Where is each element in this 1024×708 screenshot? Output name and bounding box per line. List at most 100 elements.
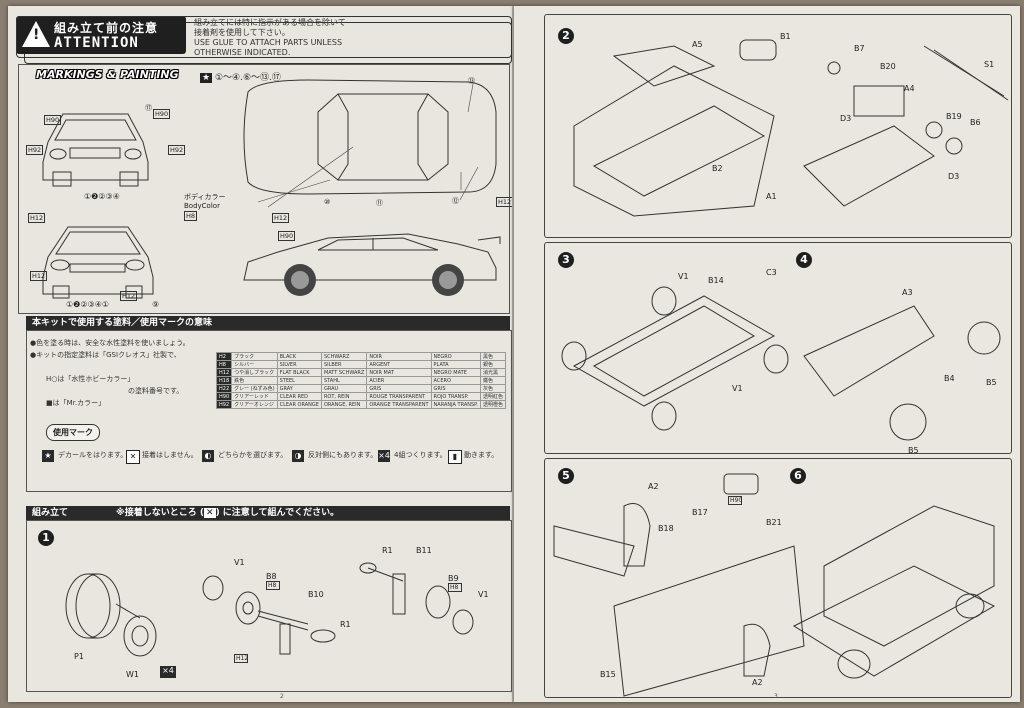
part-b8-text: B8 [266,572,277,581]
r-b5b: B5 [908,446,919,455]
r-b1: B1 [780,32,791,41]
mark-opposite: 反対側にもあります。 [308,451,378,459]
code-h12-side-text: H12 [272,213,290,223]
part-b11: B11 [416,546,432,555]
paints-frame [26,330,512,492]
code-h12-step1-text: H12 [234,654,249,663]
r-b7: B7 [854,44,865,53]
code-h90-a: H90 [153,109,171,119]
paints-line2: ●キットの指定塗料は「GSIクレオス」社製で、 [30,351,181,359]
code-h12-top: H12 [496,197,514,207]
marking-10: ⑩ [324,198,331,206]
decal-star-icon: ★ [42,450,54,462]
code-h90-a-text: H90 [153,109,171,119]
code-h92-a-text: H92 [26,145,44,155]
marks-title: 使用マーク [46,424,100,441]
note-jp2: 接着剤を使用して下さい。 [194,28,290,37]
part-b8-code: H8 [266,581,280,590]
r-a2b: A2 [752,678,763,687]
part-r1: R1 [340,620,351,629]
code-h90-b: H90 [44,115,62,125]
page-number-left: 2 [280,693,284,700]
code-h12-b: H12 [30,271,48,281]
paints-line1: ●色を塗る時は、安全な水性塗料を使いましょう。 [30,339,190,347]
marking-17: ⑰ [145,104,152,112]
paints-title: 本キットで使用する塗料／使用マークの意味 [26,316,510,330]
page-number-right: 3 [774,693,778,700]
paint-cell: 透明橙色 [480,400,507,409]
step-6: 6 [790,468,806,484]
marking-12: ⑫ [452,197,459,205]
r-d3a: D3 [840,114,852,123]
mark-choose: どちらかを選びます。 [218,451,288,459]
r-h90-text: H90 [728,496,743,505]
body-color-jp: ボディカラー [184,193,226,201]
attention-frame [16,16,512,58]
step-1: 1 [38,530,54,546]
step-3: 3 [558,252,574,268]
r-a1: A1 [766,192,777,201]
r-b4: B4 [944,374,955,383]
code-h92-b-text: H92 [168,145,186,155]
assembly-title: 組み立て※接着しないところ (✕) に注意して組んでください。 [26,506,510,520]
mark-movable: 動きます。 [464,451,499,459]
code-h92-b: H92 [168,145,186,155]
step-4: 4 [796,252,812,268]
paints-suffix: の塗料番号です。 [128,387,184,395]
r-b14: B14 [708,276,724,285]
paint-cell: NARANJA TRANSP. [430,400,482,409]
movable-icon: ▮ [448,450,462,464]
right-diagrams [553,39,1009,697]
no-glue-inline-icon: ✕ [204,508,216,518]
note-en1: USE GLUE TO ATTACH PARTS UNLESS [194,38,343,47]
step-2: 2 [558,28,574,44]
assembly-note2: ) に注意して組んでください。 [215,508,340,518]
r-h90: H90 [728,496,742,505]
decal-list-text: ①～④.⑥～⑬.⑰ [214,73,281,83]
r-a3: A3 [902,288,913,297]
left-page: ! 組み立て前の注意 ATTENTION 組み立てには特に指示がある場合を除いて… [8,6,514,702]
r-c3: C3 [766,268,777,277]
step-3-4-panel [544,242,1012,454]
note-jp1: 組み立てには特に指示がある場合を除いて [194,18,346,27]
step-2-panel [544,14,1012,238]
x4-icon: ×4 [160,666,176,678]
part-b9-code: H8 [448,583,462,592]
mark-four: 4組つくります。 [394,451,447,459]
r-a4: A4 [904,84,915,93]
r-b15: B15 [600,670,616,679]
no-glue-icon: ✕ [126,450,140,464]
r-b21: B21 [766,518,782,527]
part-b9-text: B9 [448,574,459,583]
code-h12-a: H12 [28,213,46,223]
r-b18: B18 [658,524,674,533]
marking-9: ⑨ [152,300,160,309]
opposite-side-icon: ◑ [292,450,304,462]
attention-jp: 組み立て前の注意 [54,21,159,35]
r-b2: B2 [712,164,723,173]
make-four-icon: ×4 [378,450,390,462]
note-en2: OTHERWISE INDICATED. [194,48,291,57]
decal-list: ★ ①～④.⑥～⑬.⑰ [200,70,281,83]
code-h12-b-text: H12 [30,271,48,281]
car-views [42,79,501,299]
r-b6: B6 [970,118,981,127]
part-v1: V1 [234,558,245,567]
code-h12-a-text: H12 [28,213,46,223]
markings-frame [18,64,510,314]
code-h90-b-text: H90 [44,115,62,125]
marking-13a: ⑬ [468,77,475,85]
step-5-6-panel [544,458,1012,698]
marking-11: ⑪ [376,199,383,207]
paints-mrnote: ■は「Mr.カラー」 [46,399,106,407]
attention-badge: ! 組み立て前の注意 ATTENTION [16,16,186,54]
r-b17: B17 [692,508,708,517]
step-5: 5 [558,468,574,484]
options-1: ①❷②③④ [84,192,120,201]
part-v1b: V1 [478,590,489,599]
page-fold [512,6,515,702]
